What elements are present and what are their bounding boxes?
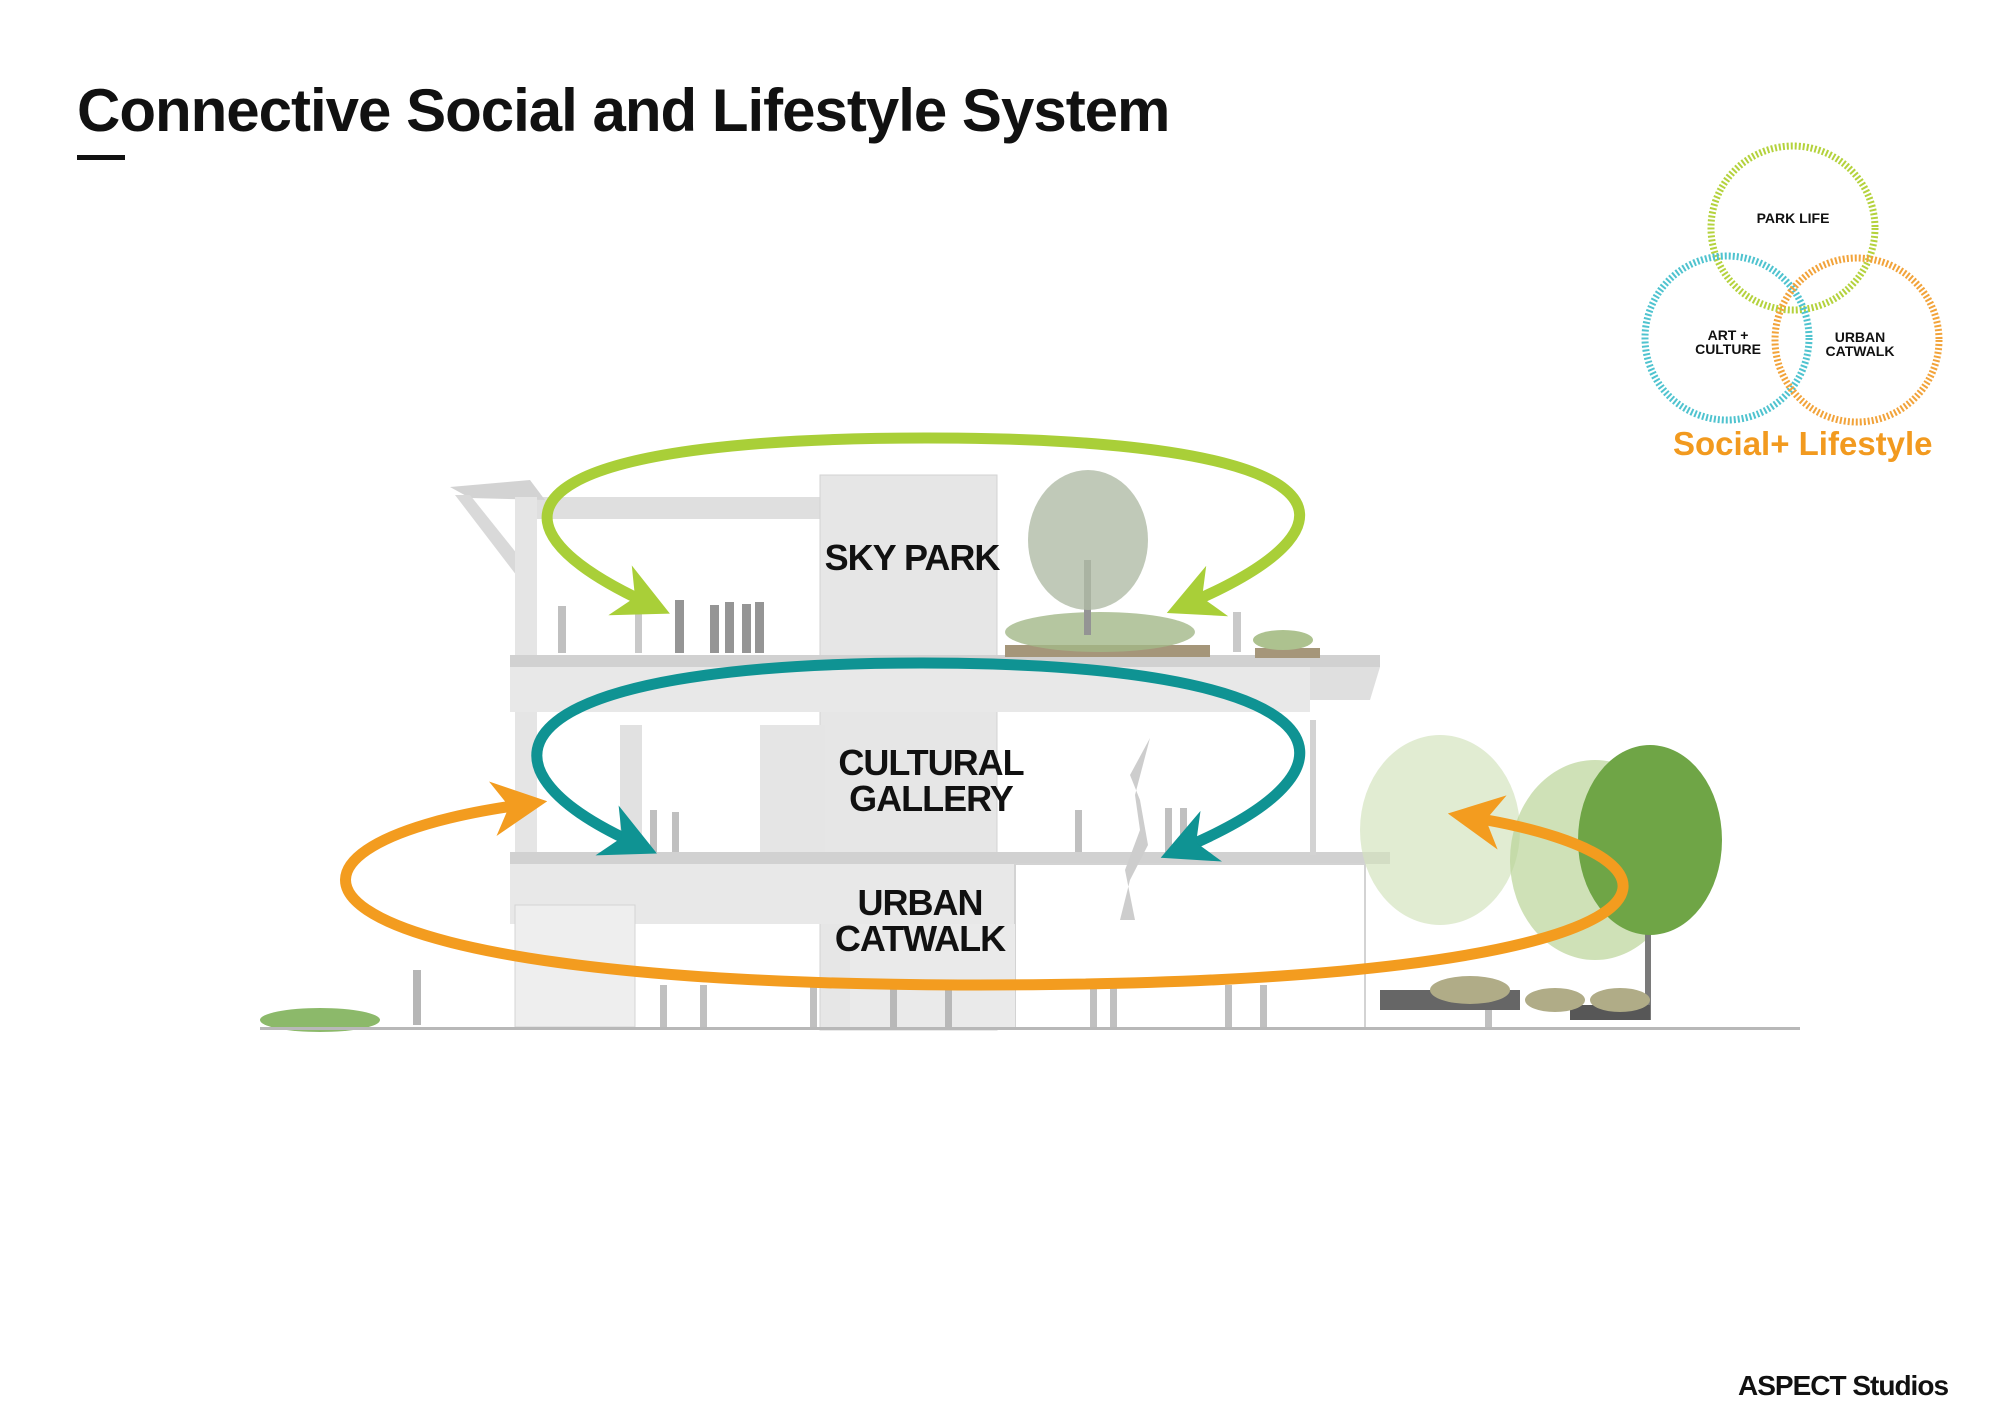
art-culture-line1: ART +: [1707, 327, 1749, 343]
urban-catwalk-circle: [1771, 254, 1943, 426]
sky-park-label: SKY PARK: [824, 537, 1001, 578]
rooftop-tree: [1028, 470, 1148, 610]
street-trees: [1360, 735, 1722, 1020]
gallery-sculpture: [1120, 738, 1150, 920]
shrub: [260, 1008, 380, 1032]
cultural-gallery-line1: CULTURAL: [838, 742, 1024, 783]
legend-caption: Social+ Lifestyle: [1673, 425, 1933, 462]
sky-park-loop-arrow: [541, 432, 1306, 617]
urban-catwalk-line1: URBAN: [857, 882, 984, 923]
urban-catwalk-loop-arrow: [340, 781, 1629, 991]
urban-catwalk-venn-line2: CATWALK: [1825, 343, 1895, 359]
art-culture-label: ART + CULTURE: [1695, 328, 1761, 356]
company-logo-text: ASPECT Studios: [1738, 1370, 1949, 1401]
art-culture-circle: [1641, 252, 1813, 424]
art-culture-line2: CULTURE: [1695, 341, 1761, 357]
urban-catwalk-label: URBAN CATWALK: [820, 885, 1020, 957]
cultural-gallery-loop-arrow: [531, 657, 1306, 862]
venn-legend: [1641, 142, 1943, 426]
ground-line: [260, 1027, 1800, 1030]
cultural-gallery-line2: GALLERY: [849, 778, 1014, 819]
urban-catwalk-venn-label: URBAN CATWALK: [1826, 330, 1895, 358]
urban-catwalk-line2: CATWALK: [834, 918, 1006, 959]
roof-planter: [1005, 612, 1195, 652]
cultural-gallery-label: CULTURAL GALLERY: [820, 745, 1042, 817]
title-underline: [77, 155, 125, 160]
park-life-circle: [1707, 142, 1879, 314]
page-title: Connective Social and Lifestyle System: [77, 77, 1170, 144]
urban-catwalk-venn-line1: URBAN: [1834, 329, 1886, 345]
park-life-label: PARK LIFE: [1756, 210, 1830, 226]
